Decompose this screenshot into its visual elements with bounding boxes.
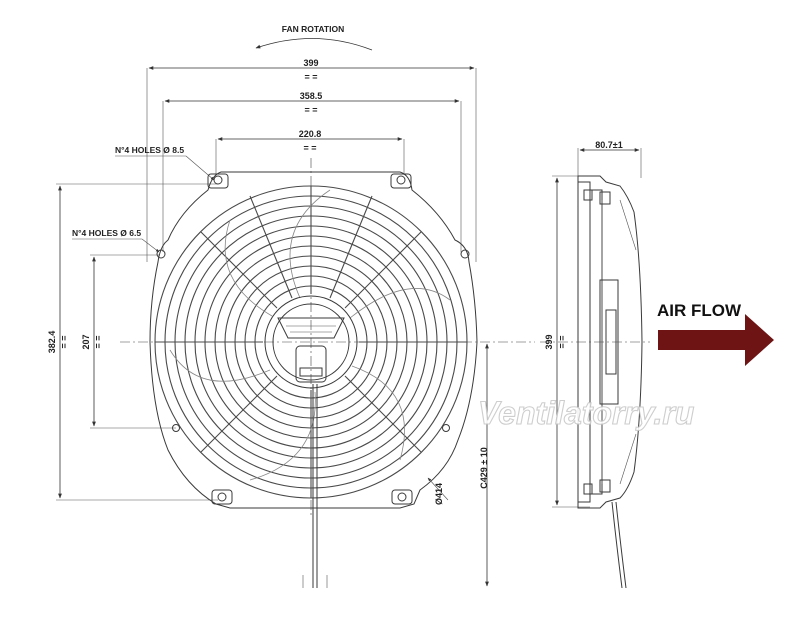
max-diameter-dimension: C429 ± 10 [479, 343, 489, 587]
side-view: 80.7±1 399 = = [540, 140, 650, 589]
fan-rotation-arrow [255, 38, 373, 51]
outer-holes-callout: N°4 HOLES Ø 8.5 [115, 145, 215, 181]
side-depth-dimension: 80.7±1 [577, 140, 642, 178]
inner-hole-height-dimension: 207 = = [81, 254, 176, 429]
outer-holes-label: N°4 HOLES Ø 8.5 [115, 145, 184, 155]
side-profile [540, 175, 650, 589]
mount-span-outer-value: 358.5 [300, 91, 323, 101]
side-depth-value: 80.7±1 [595, 140, 622, 150]
svg-text:= =: = = [59, 335, 69, 348]
mount-span-outer-dimension: 358.5 = = [162, 91, 462, 252]
inner-hole-height-value: 207 [81, 334, 91, 349]
fan-shroud [149, 171, 478, 509]
airflow-arrow [658, 314, 774, 366]
inner-holes-callout: N°4 HOLES Ø 6.5 [72, 228, 160, 253]
watermark: Ventilatorry.ru [478, 395, 694, 431]
svg-text:= =: = = [304, 72, 317, 82]
overall-width-value: 399 [303, 58, 318, 68]
inner-holes-label: N°4 HOLES Ø 6.5 [72, 228, 141, 238]
mounting-holes [156, 173, 470, 505]
airflow-indicator: AIR FLOW [657, 301, 774, 366]
svg-text:= =: = = [93, 335, 103, 348]
fan-rotation-label: FAN ROTATION [282, 24, 344, 34]
airflow-label: AIR FLOW [657, 301, 742, 320]
max-diameter-value: C429 ± 10 [479, 447, 489, 488]
overall-height-value: 382.4 [47, 331, 57, 354]
fan-blades [169, 189, 451, 481]
fan-diameter-value: Ø414 [434, 483, 444, 505]
power-cable [302, 384, 328, 588]
front-view: FAN ROTATION 399 = = 358.5 = = 220.8 = = [47, 24, 535, 588]
overall-width-dimension: 399 = = [146, 58, 477, 262]
side-height-dimension: 399 = = [544, 175, 590, 508]
mount-span-inner-dimension: 220.8 = = [215, 129, 405, 175]
fan-grille [154, 185, 468, 499]
svg-text:= =: = = [303, 143, 316, 153]
overall-height-dimension: 382.4 = = [47, 183, 218, 501]
motor-hub [264, 295, 358, 389]
svg-text:= =: = = [304, 105, 317, 115]
mount-span-inner-value: 220.8 [299, 129, 322, 139]
fan-diameter-callout: Ø414 [427, 477, 449, 505]
